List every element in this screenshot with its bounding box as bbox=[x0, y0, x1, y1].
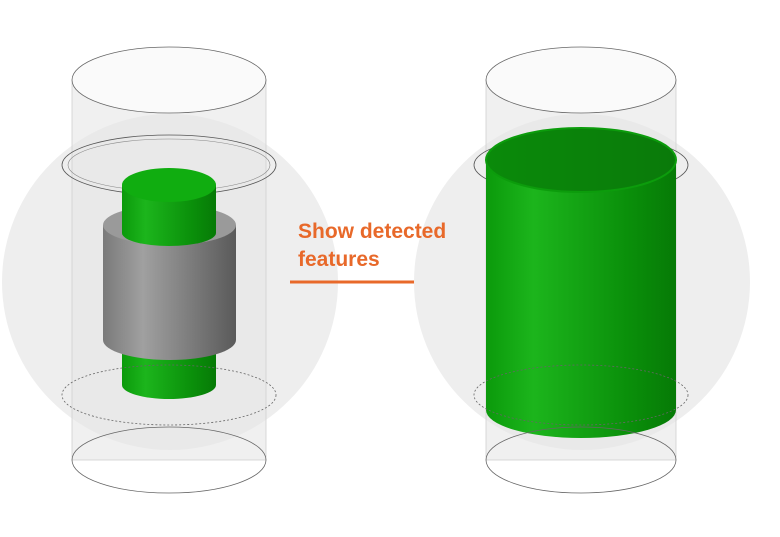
detected-feature-cylinder bbox=[486, 160, 676, 410]
right-lower-ring bbox=[473, 364, 689, 426]
left-lower-shaft-bottom bbox=[122, 371, 216, 399]
left-lower-ring bbox=[61, 364, 277, 426]
detected-feature-inner bbox=[486, 128, 676, 192]
detected-feature-rim bbox=[485, 127, 677, 193]
left-cylinder-top bbox=[71, 46, 267, 114]
left-assembly bbox=[2, 46, 338, 494]
annotation-line-1: Show detected bbox=[298, 220, 447, 243]
right-cylinder-bottom bbox=[485, 426, 677, 494]
left-upper-shaft-top bbox=[122, 168, 216, 202]
annotation-label: Show detected features bbox=[298, 218, 498, 274]
right-assembly bbox=[414, 46, 750, 494]
left-gray-body-bottom bbox=[103, 320, 236, 360]
left-cylinder-bottom bbox=[71, 426, 267, 494]
detected-feature-bottom bbox=[486, 382, 676, 438]
annotation-line-2: features bbox=[298, 248, 380, 271]
right-cylinder-top bbox=[485, 46, 677, 114]
left-upper-shaft-bottom bbox=[122, 220, 216, 246]
